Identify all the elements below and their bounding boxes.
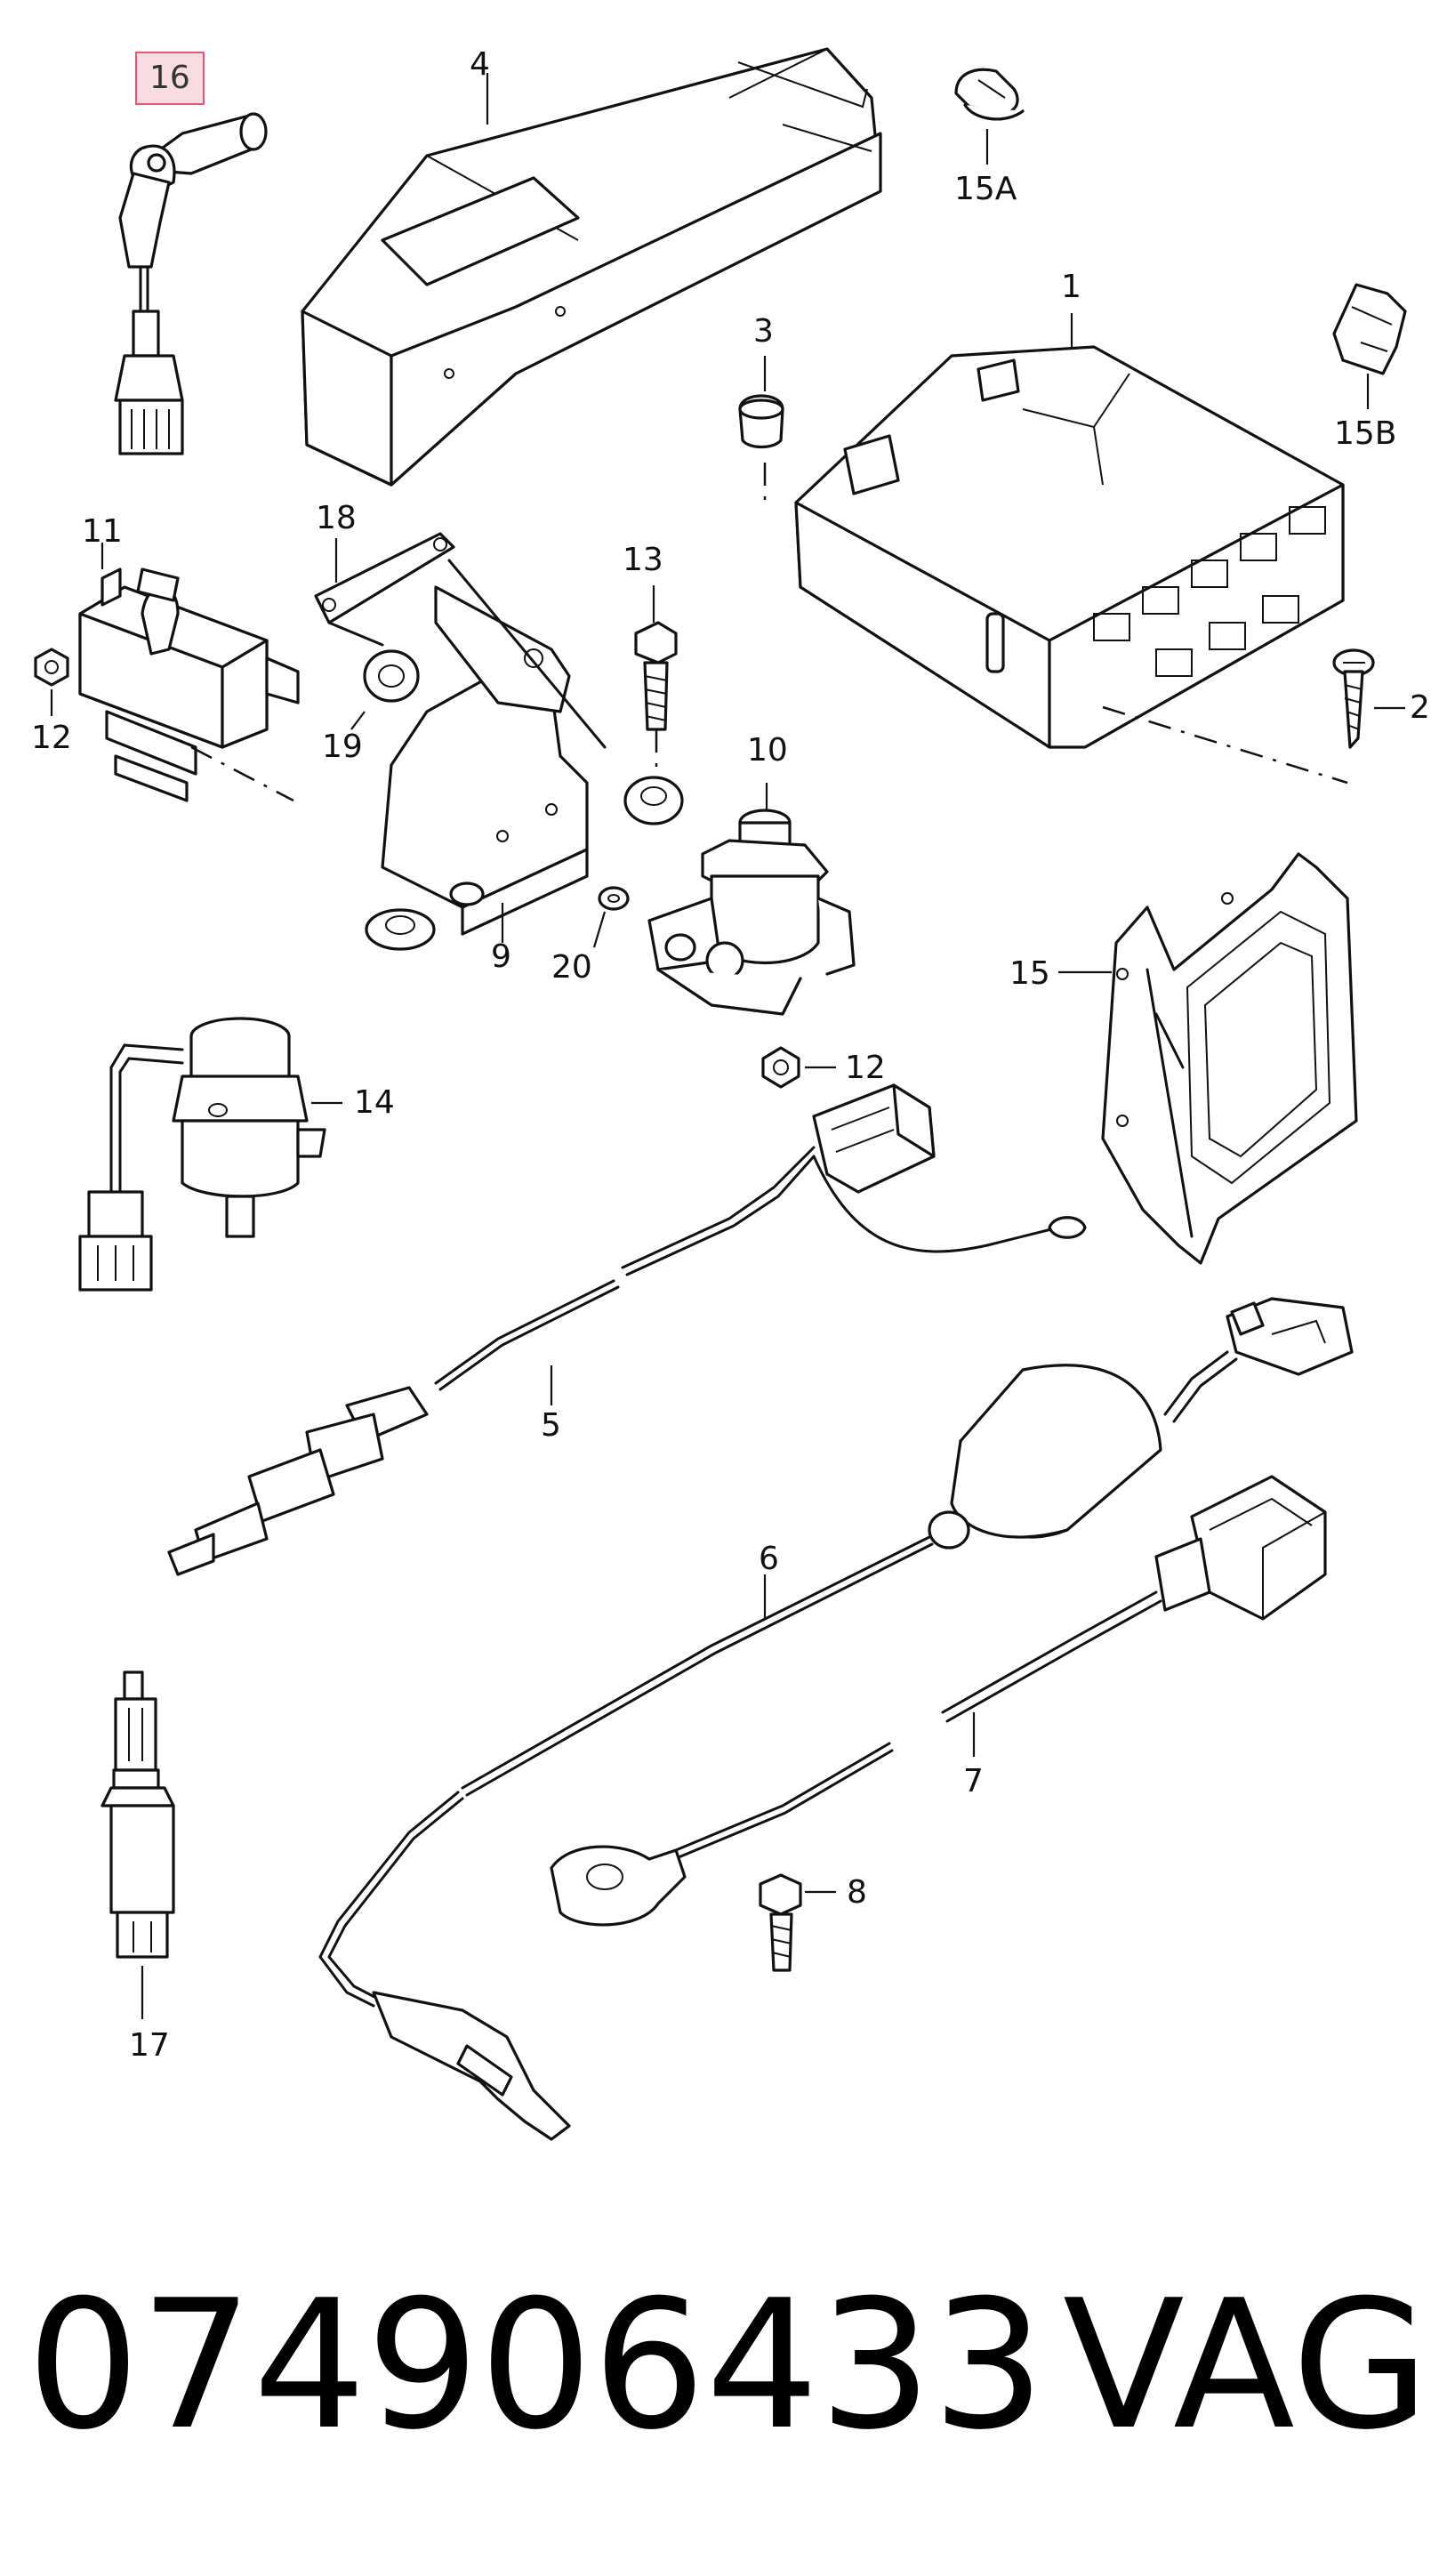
callout-6: 6 [759,1541,779,1577]
callout-15B: 15B [1334,415,1397,452]
part-7-knock-sensor [550,1475,1327,1927]
callout-1: 1 [1061,269,1081,305]
part-12-nut-right [761,1046,836,1089]
part-15-bracket [1058,852,1358,1265]
callout-19: 19 [322,729,363,765]
part-19-bushing [327,621,420,730]
part-16-sensor [114,112,268,455]
part-20-washer [592,886,630,948]
callout-3: 3 [753,313,774,350]
callout-10: 10 [747,732,788,769]
callout-16: 16 [135,52,205,105]
callout-5: 5 [541,1407,561,1444]
callout-4: 4 [470,46,490,83]
callout-11: 11 [82,513,123,550]
part-17-switch [100,1670,175,2019]
callout-2: 2 [1410,689,1430,726]
part-number: 074906433 [27,2262,1046,2469]
part-18-gasket [314,532,455,624]
callout-7: 7 [963,1763,984,1799]
part-4-cover [301,47,882,487]
brand-name: VAG [1063,2262,1430,2469]
part-15B-clip [1332,283,1407,409]
callout-12-left: 12 [31,720,72,756]
part-8-bolt [759,1873,836,1972]
part-5-lambda-probe [167,1083,1087,1576]
callout-20: 20 [551,949,592,986]
part-3-plug [738,356,784,507]
callout-18: 18 [316,500,357,536]
part-14-solenoid [78,1017,342,1292]
part-13-bolt [623,585,684,825]
part-9-bracket [365,559,607,951]
callout-9: 9 [491,938,511,975]
part-11-valve [78,543,300,802]
callout-13: 13 [623,542,663,578]
callout-14: 14 [354,1084,395,1121]
part-10-valve [647,783,856,1016]
part-6-temp-sensor [318,1297,1354,2141]
part-1-control-unit [794,313,1345,749]
callout-8: 8 [847,1874,867,1911]
callout-12-right: 12 [845,1050,886,1086]
callout-15A: 15A [954,171,1017,207]
part-15A-clip [954,68,1025,165]
callout-17: 17 [129,2027,170,2064]
part-12-nut-left [34,648,69,716]
callout-15: 15 [1009,955,1050,992]
part-2-screw [1102,648,1405,785]
